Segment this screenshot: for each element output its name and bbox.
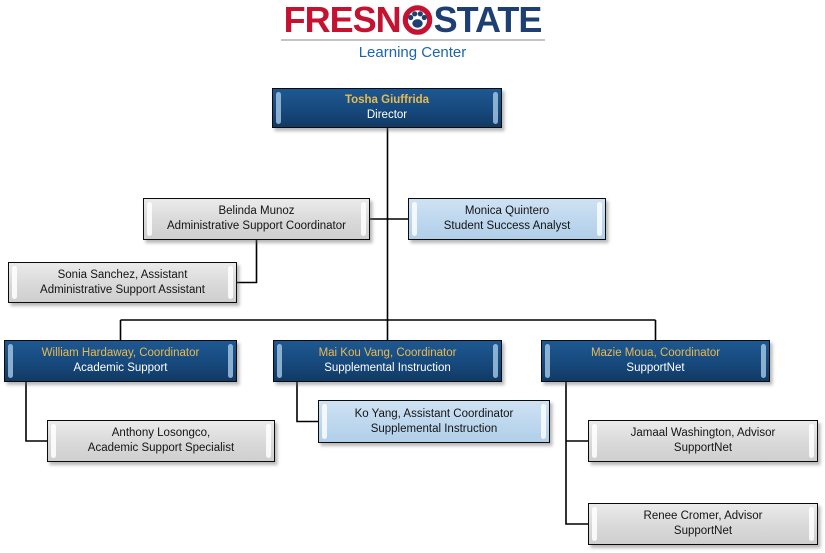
- node-title: Academic Support Specialist: [87, 442, 235, 454]
- wordmark-state: STATE: [433, 0, 543, 40]
- node-admin-support-coordinator: Belinda Munoz Administrative Support Coo…: [143, 198, 370, 240]
- node-academic-support-coordinator: William Hardaway, Coordinator Academic S…: [4, 340, 237, 382]
- node-name: Mazie Moua, Coordinator: [590, 347, 721, 359]
- node-admin-support-assistant: Sonia Sanchez, Assistant Administrative …: [8, 262, 237, 303]
- node-title: Administrative Support Coordinator: [167, 220, 346, 232]
- logo-wordmark: FRESN STATE: [0, 0, 825, 40]
- node-academic-support-specialist: Anthony Losongco, Academic Support Speci…: [47, 420, 275, 462]
- node-name: Anthony Losongco,: [111, 427, 211, 439]
- node-title: Administrative Support Assistant: [40, 283, 205, 296]
- node-supportnet-advisor-renee: Renee Cromer, Advisor SupportNet: [588, 503, 818, 545]
- node-title: Student Success Analyst: [443, 220, 571, 232]
- node-title: SupportNet: [673, 442, 733, 454]
- wordmark-fresn: FRESN: [283, 0, 402, 40]
- node-name: Tosha Giuffrida: [344, 94, 430, 106]
- logo-divider-line: [280, 39, 545, 41]
- node-name: Sonia Sanchez, Assistant: [57, 268, 188, 281]
- node-name: Mai Kou Vang, Coordinator: [318, 347, 457, 359]
- logo-subtitle: Learning Center: [358, 44, 467, 61]
- paw-icon: [402, 4, 433, 35]
- node-title: Supplemental Instruction: [370, 422, 498, 435]
- node-supplemental-instruction-coordinator: Mai Kou Vang, Coordinator Supplemental I…: [273, 340, 502, 382]
- node-name: Monica Quintero: [464, 205, 550, 217]
- node-title: SupportNet: [673, 525, 733, 537]
- node-title: Director: [366, 109, 408, 121]
- node-name: Belinda Munoz: [218, 205, 295, 217]
- node-name: Jamaal Washington, Advisor: [630, 427, 776, 439]
- fresno-state-logo: FRESN STATE Learning Center: [0, 0, 825, 61]
- node-name: William Hardaway, Coordinator: [41, 347, 200, 359]
- node-director: Tosha Giuffrida Director: [272, 88, 502, 128]
- node-supportnet-coordinator: Mazie Moua, Coordinator SupportNet: [541, 340, 770, 382]
- node-si-assistant-coordinator: Ko Yang, Assistant Coordinator Supplemen…: [318, 400, 550, 443]
- node-name: Ko Yang, Assistant Coordinator: [354, 407, 514, 420]
- node-title: SupportNet: [626, 362, 685, 374]
- node-name: Renee Cromer, Advisor: [643, 510, 763, 522]
- node-student-success-analyst: Monica Quintero Student Success Analyst: [408, 198, 606, 240]
- node-supportnet-advisor-jamaal: Jamaal Washington, Advisor SupportNet: [588, 420, 818, 462]
- node-title: Academic Support: [73, 362, 168, 374]
- node-title: Supplemental Instruction: [324, 362, 451, 374]
